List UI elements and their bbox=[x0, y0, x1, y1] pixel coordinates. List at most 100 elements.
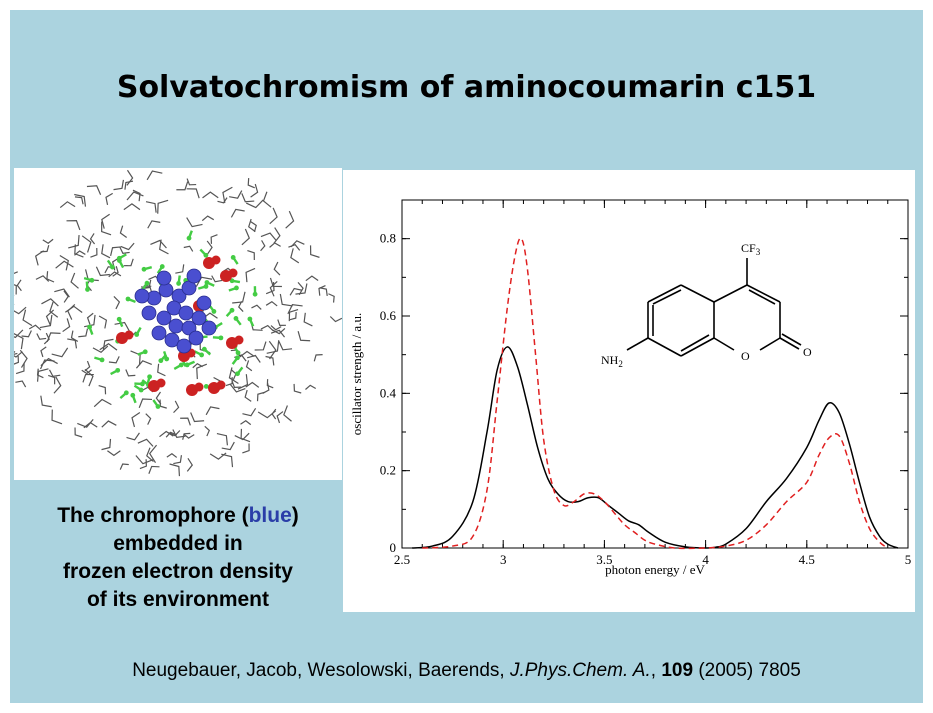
hbond-solvent-atom bbox=[130, 392, 136, 398]
solvent-molecule bbox=[98, 315, 108, 329]
hbond-solvent-atom bbox=[142, 349, 148, 355]
solvent-molecule bbox=[176, 181, 189, 191]
solvent-molecule bbox=[195, 276, 213, 287]
solvent-molecule bbox=[135, 360, 152, 369]
series-line-solid bbox=[412, 346, 899, 549]
hbond-solvent-atom bbox=[230, 254, 236, 260]
chromophore-atom bbox=[188, 330, 204, 346]
solvent-molecule bbox=[54, 288, 70, 298]
solvent-molecule bbox=[40, 244, 50, 253]
solvent-molecule bbox=[81, 369, 92, 375]
solvent-molecule bbox=[293, 383, 302, 394]
solvent-molecule bbox=[239, 350, 255, 358]
hbond-solvent-atom bbox=[235, 350, 241, 356]
solvent-molecule bbox=[228, 367, 239, 385]
hbond-solvent-atom bbox=[164, 356, 170, 362]
solvent-molecule bbox=[62, 318, 71, 333]
solvent-molecule bbox=[49, 301, 59, 318]
chromophore-atom bbox=[134, 288, 150, 304]
solvent-molecule bbox=[59, 201, 76, 209]
solvent-molecule bbox=[196, 363, 208, 380]
solvent-molecule bbox=[119, 246, 130, 254]
solvent-molecule bbox=[45, 309, 55, 326]
solvent-molecule bbox=[192, 362, 203, 369]
hbond-solvent-atom bbox=[123, 390, 129, 396]
solvent-molecule bbox=[108, 356, 120, 364]
hbond-solvent-atom bbox=[141, 266, 147, 272]
solvent-molecule bbox=[34, 250, 45, 266]
solvent-molecule bbox=[318, 284, 326, 296]
solvent-molecule bbox=[35, 275, 50, 282]
solvent-molecule bbox=[290, 240, 305, 248]
caption-line4: of its environment bbox=[86, 588, 270, 611]
chromophore-atom bbox=[151, 325, 167, 341]
solvent-molecule bbox=[297, 330, 311, 342]
solvent-molecule bbox=[183, 245, 194, 252]
solvent-molecule bbox=[217, 197, 228, 204]
water-oxygen bbox=[156, 378, 166, 388]
solvent-molecule bbox=[278, 341, 293, 351]
solvent-molecule bbox=[108, 271, 122, 278]
solvent-molecule bbox=[95, 266, 110, 277]
solvent-molecule bbox=[110, 246, 121, 256]
solvent-molecule bbox=[245, 199, 264, 209]
solvent-molecule bbox=[159, 399, 167, 409]
solvent-molecule bbox=[210, 234, 218, 244]
hbond-solvent-atom bbox=[85, 287, 90, 292]
solvent-molecule bbox=[92, 345, 109, 353]
chromophore-atom bbox=[176, 338, 192, 354]
hbond-solvent-atom bbox=[139, 381, 145, 387]
solvent-molecule bbox=[257, 410, 277, 419]
solvent-molecule bbox=[303, 312, 313, 327]
solvent-molecule bbox=[150, 239, 167, 249]
solvent-molecule bbox=[250, 221, 257, 233]
solvent-molecule bbox=[93, 398, 112, 408]
citation-volume: 109 bbox=[661, 660, 694, 681]
solvent-molecule bbox=[297, 282, 304, 296]
y-tick-label: 0.8 bbox=[380, 231, 396, 246]
solvent-molecule bbox=[77, 419, 94, 428]
solvent-molecule bbox=[202, 191, 219, 199]
solvent-molecule bbox=[245, 381, 260, 388]
solvent-molecule bbox=[269, 242, 281, 248]
hbond-solvent-atom bbox=[125, 296, 131, 302]
solvent-molecule bbox=[19, 349, 28, 368]
solvent-molecule bbox=[36, 368, 44, 379]
solvent-molecule bbox=[21, 330, 32, 338]
solvent-molecule bbox=[113, 296, 121, 310]
solvent-molecule bbox=[186, 217, 203, 228]
hbond-solvent-atom bbox=[234, 285, 239, 291]
solvent-molecule bbox=[70, 272, 79, 289]
solvent-molecule bbox=[138, 398, 153, 409]
hbond-solvent-atom bbox=[155, 404, 161, 409]
solvent-molecule bbox=[16, 279, 22, 292]
solvent-molecule bbox=[269, 207, 278, 225]
hbond-solvent-atom bbox=[203, 383, 209, 389]
hbond-solvent-atom bbox=[247, 316, 253, 322]
solvent-molecule bbox=[270, 329, 286, 338]
solvent-molecule bbox=[173, 455, 183, 465]
solvent-molecule bbox=[309, 245, 320, 258]
water-oxygen bbox=[234, 335, 244, 345]
solvent-molecule bbox=[84, 314, 96, 328]
solvent-molecule bbox=[285, 210, 295, 229]
nh2-label: NH2 bbox=[601, 353, 623, 369]
solvent-molecule bbox=[270, 325, 282, 331]
solvent-molecule bbox=[53, 376, 62, 394]
solvent-molecule bbox=[155, 391, 162, 405]
solvent-molecule bbox=[119, 225, 128, 239]
solvent-molecule bbox=[157, 363, 166, 377]
solvent-molecule bbox=[74, 427, 83, 438]
hbond-solvent-atom bbox=[229, 278, 235, 284]
hbond-solvent-atom bbox=[89, 277, 95, 283]
solvent-molecule bbox=[86, 185, 102, 195]
solvent-molecule bbox=[290, 248, 300, 264]
solvent-molecule bbox=[287, 304, 303, 315]
solvent-molecule bbox=[251, 304, 262, 310]
hbond-solvent-atom bbox=[87, 324, 93, 330]
hbond-solvent-atom bbox=[178, 362, 184, 368]
solvent-molecule bbox=[173, 400, 180, 414]
solvent-molecule bbox=[265, 355, 275, 366]
solvent-molecule bbox=[90, 247, 98, 258]
